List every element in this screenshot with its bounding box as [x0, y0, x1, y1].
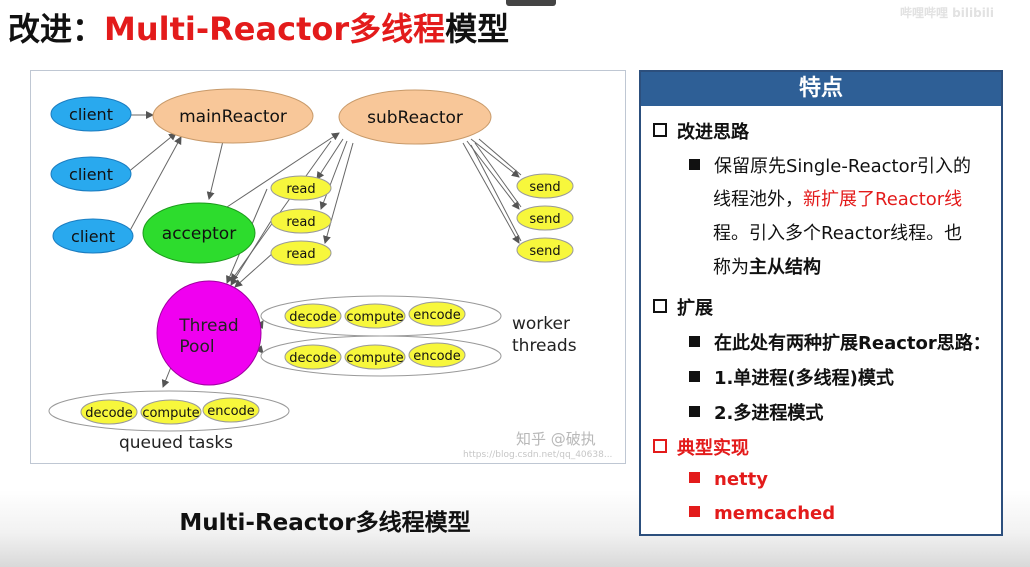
- implementation-netty: netty: [689, 469, 768, 490]
- hollow-square-icon: [653, 299, 667, 313]
- extension-text-1: 在此处有两种扩展Reactor思路：: [714, 333, 991, 354]
- read-node-1: read: [270, 175, 332, 201]
- main-reactor-label: mainReactor: [179, 107, 287, 127]
- send-node-2: send: [516, 205, 574, 231]
- read-label-1: read: [286, 182, 315, 197]
- client-node-1: client: [50, 96, 132, 132]
- queued-decode: decode: [85, 406, 133, 421]
- read-node-3: read: [270, 240, 332, 266]
- queued-compute: compute: [142, 406, 199, 421]
- panel-header: 特点: [641, 72, 1001, 106]
- sub-reactor-node: subReactor: [338, 89, 492, 145]
- thread-pool-label-2: Pool: [179, 337, 214, 357]
- worker-row-2: decode compute encode: [260, 335, 502, 377]
- queued-task-row: decode compute encode: [48, 390, 290, 432]
- improvement-text-4b: 主从结构: [749, 257, 821, 278]
- extension-text-2: 1.单进程(多线程)模式: [714, 368, 894, 389]
- features-panel: 特点 改进思路 保留原先Single-Reactor引入的 线程池外，新扩展了R…: [639, 70, 1003, 536]
- worker-1-compute: compute: [346, 310, 403, 325]
- sub-reactor-label: subReactor: [367, 108, 463, 128]
- main-reactor-node: mainReactor: [152, 88, 314, 144]
- improvement-line-3: 程。引入多个Reactor线程。也: [713, 223, 963, 244]
- client-label-3: client: [71, 227, 115, 246]
- client-node-3: client: [52, 218, 134, 254]
- worker-row-1: decode compute encode: [260, 295, 502, 337]
- improvement-text-2b: 新扩展了Reactor线: [803, 189, 963, 210]
- csdn-watermark: https://blog.csdn.net/qq_40638...: [463, 450, 612, 460]
- send-label-3: send: [529, 244, 560, 259]
- worker-label-2: threads: [512, 336, 577, 356]
- worker-2-decode: decode: [289, 351, 337, 366]
- thread-pool-label-1: Thread: [178, 316, 238, 336]
- send-node-1: send: [516, 173, 574, 199]
- section-implementations: 典型实现: [653, 434, 749, 460]
- bilibili-watermark: 哔哩哔哩 bilibili: [900, 6, 995, 20]
- extension-text-3: 2.多进程模式: [714, 403, 824, 424]
- improvement-line-1: 保留原先Single-Reactor引入的: [689, 152, 971, 178]
- send-label-2: send: [529, 212, 560, 227]
- filled-square-icon: [689, 371, 700, 382]
- worker-2-encode: encode: [413, 349, 461, 364]
- improvement-text-2a: 线程池外，: [713, 189, 803, 210]
- extension-item-1: 在此处有两种扩展Reactor思路：: [689, 329, 991, 355]
- implementation-memcached: memcached: [689, 503, 835, 524]
- multi-reactor-diagram: client client client mainReactor subReac…: [30, 70, 626, 464]
- worker-1-decode: decode: [289, 310, 337, 325]
- improvement-line-2: 线程池外，新扩展了Reactor线: [713, 183, 962, 217]
- diagram-caption: Multi-Reactor多线程模型: [179, 510, 471, 536]
- client-label-2: client: [69, 165, 113, 184]
- filled-square-icon: [689, 406, 700, 417]
- title-accent: Multi-Reactor多线程: [104, 10, 446, 48]
- improvement-line-4: 称为主从结构: [713, 251, 821, 285]
- title-suffix: 模型: [445, 10, 510, 48]
- client-label-1: client: [69, 105, 113, 124]
- improvement-text-1: 保留原先Single-Reactor引入的: [714, 156, 972, 177]
- thread-pool-node: Thread Pool: [156, 280, 262, 386]
- implementation-netty-label: netty: [714, 469, 768, 490]
- send-node-3: send: [516, 237, 574, 263]
- worker-label-1: worker: [512, 314, 570, 334]
- implementation-memcached-label: memcached: [714, 503, 836, 524]
- extension-item-2: 1.单进程(多线程)模式: [689, 364, 894, 390]
- section-extension-label: 扩展: [677, 298, 713, 319]
- filled-square-icon: [689, 159, 700, 170]
- filled-square-icon: [689, 336, 700, 347]
- queued-label: queued tasks: [119, 433, 233, 453]
- improvement-text-4a: 称为: [713, 257, 749, 278]
- acceptor-node: acceptor: [142, 202, 256, 264]
- diagram-edges: [126, 111, 522, 388]
- title-prefix: 改进：: [8, 10, 105, 48]
- section-implementations-label: 典型实现: [677, 438, 749, 459]
- filled-square-icon: [689, 472, 700, 483]
- slide-title: 改进：Multi-Reactor多线程模型: [8, 4, 509, 50]
- read-label-3: read: [286, 247, 315, 262]
- read-label-2: read: [286, 215, 315, 230]
- client-node-2: client: [50, 156, 132, 192]
- video-topbar-tab[interactable]: [506, 0, 556, 6]
- section-extension: 扩展: [653, 294, 713, 320]
- queued-encode: encode: [207, 404, 255, 419]
- section-improvement: 改进思路: [653, 118, 749, 144]
- diagram-svg: client client client mainReactor subReac…: [48, 88, 612, 460]
- worker-1-encode: encode: [413, 308, 461, 323]
- extension-item-3: 2.多进程模式: [689, 399, 823, 425]
- filled-square-icon: [689, 506, 700, 517]
- hollow-square-icon: [653, 123, 667, 137]
- hollow-square-icon: [653, 439, 667, 453]
- read-node-2: read: [270, 208, 332, 234]
- send-label-1: send: [529, 180, 560, 195]
- zhihu-watermark: 知乎 @破执: [516, 430, 596, 448]
- section-improvement-label: 改进思路: [677, 122, 749, 143]
- worker-2-compute: compute: [346, 351, 403, 366]
- acceptor-label: acceptor: [162, 224, 236, 244]
